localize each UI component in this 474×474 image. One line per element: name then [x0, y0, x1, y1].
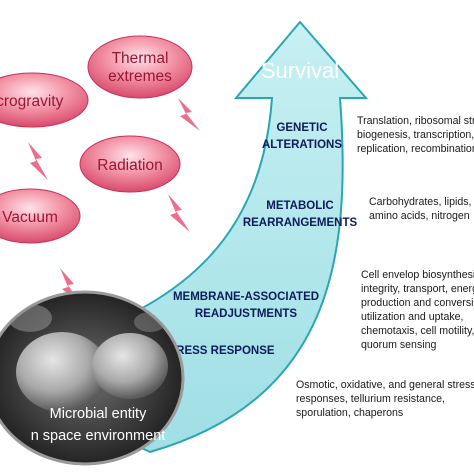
stressor-radiation-label: Radiation: [97, 157, 163, 174]
stressor-bubble: [79, 135, 181, 193]
stressor-bubble: [87, 35, 193, 99]
membrane-details: Cell envelop biosynthesis, integrity, tr…: [361, 269, 474, 351]
level-stress-label: STRESS RESPONSE: [161, 345, 274, 357]
lightning-icon: [168, 194, 190, 232]
lightning-icon: [28, 142, 48, 180]
stressor-vacuum: Vacuum: [0, 188, 82, 306]
stressor-bubble: [0, 72, 89, 128]
lightning-icon: [60, 268, 82, 306]
stress-response-details: Osmotic, oxidative, and general stress r…: [296, 379, 474, 419]
stressor-vacuum-label: Vacuum: [2, 209, 58, 226]
microbe-cell: [92, 333, 168, 399]
stressor-microgravity: icrogravity: [0, 72, 89, 180]
stressor-radiation: Radiation: [79, 135, 190, 232]
lightning-icon: [178, 98, 200, 131]
stressor-microgravity-label: icrogravity: [0, 93, 64, 110]
genetic-details: Translation, ribosomal structure biogene…: [357, 115, 474, 155]
microbe-cell: [16, 332, 108, 412]
metabolic-details: Carbohydrates, lipids, amino acids, nitr…: [369, 196, 472, 222]
stressor-bubble: [0, 188, 81, 244]
survival-label: Survival: [261, 58, 339, 83]
